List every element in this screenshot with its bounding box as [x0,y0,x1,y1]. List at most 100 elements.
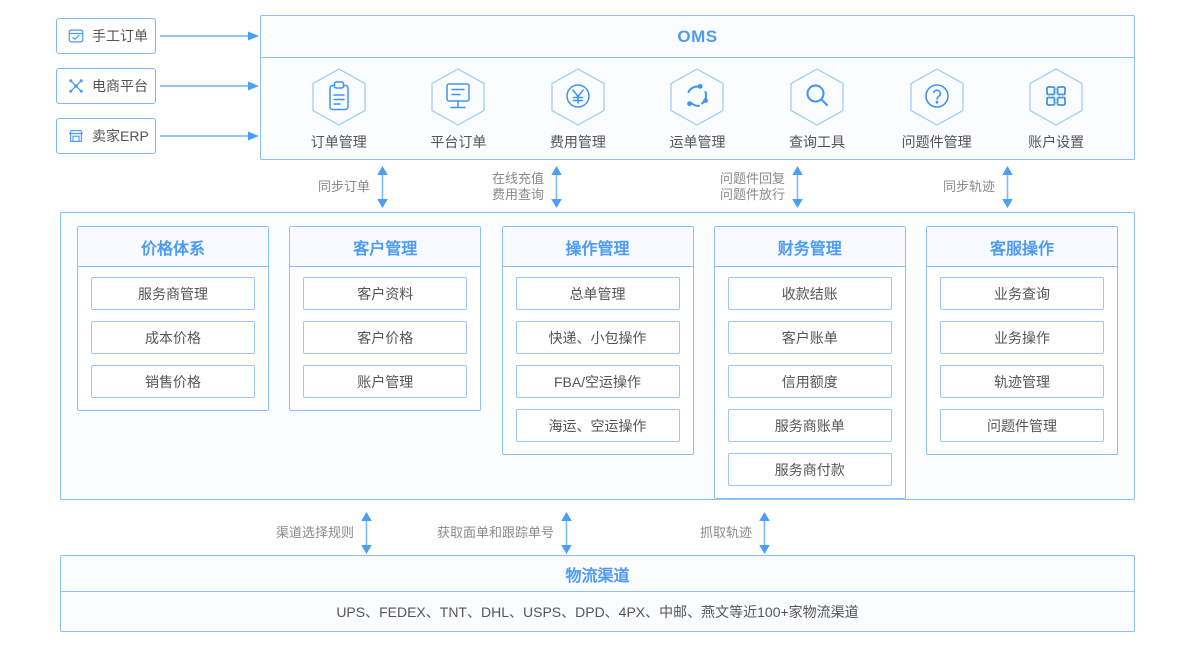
oms-item-waybill-management[interactable]: 运单管理 [641,67,753,152]
logistics-channel-panel: 物流渠道 UPS、FEDEX、TNT、DHL、USPS、DPD、4PX、中邮、燕… [60,555,1135,632]
module-item[interactable]: 信用额度 [727,365,892,398]
module-column-pricing: 价格体系 服务商管理 成本价格 销售价格 [77,226,269,411]
module-item[interactable]: 快递、小包操作 [515,321,680,354]
hexagon-frame [547,67,609,127]
question-circle-icon [924,83,949,108]
connector-label: 在线充值 费用查询 [492,171,545,202]
module-item[interactable]: 收款结账 [727,277,892,310]
connector-recharge-fee-query: 在线充值 费用查询 [492,166,563,208]
connector-fetch-tracking: 抓取轨迹 [700,512,771,554]
logistics-channel-title: 物流渠道 [61,556,1134,592]
connector-label: 问题件回复 问题件放行 [720,171,786,202]
module-item[interactable]: 服务商账单 [727,409,892,442]
connector-channel-selection-rule: 渠道选择规则 [276,512,373,554]
oms-item-label: 账户设置 [1028,133,1085,150]
grid-apps-icon [1046,85,1067,106]
source-box-label: 卖家ERP [92,128,149,144]
oms-item-query-tool[interactable]: 查询工具 [761,67,873,152]
module-column-title: 客服操作 [927,227,1117,267]
oms-item-label: 订单管理 [310,133,367,150]
oms-item-label: 费用管理 [549,133,606,150]
module-item[interactable]: 客户账单 [727,321,892,354]
module-item[interactable]: 销售价格 [91,365,255,398]
oms-panel: OMS 订单管理 [260,15,1135,160]
connector-label: 获取面单和跟踪单号 [437,525,555,540]
network-nodes-icon [69,79,83,93]
connector-sync-order: 同步订单 [318,166,389,208]
connector-label: 渠道选择规则 [276,525,355,540]
double-arrow-icon [561,512,572,554]
module-column-operations: 操作管理 总单管理 快递、小包操作 FBA/空运操作 海运、空运操作 [501,226,694,455]
clipboard-icon [329,80,349,110]
double-arrow-icon [551,166,562,208]
module-column-items: 客户资料 客户价格 账户管理 [290,267,480,410]
oms-item-account-settings[interactable]: 账户设置 [1000,67,1112,152]
oms-items: 订单管理 平台订单 [261,58,1134,160]
module-column-finance: 财务管理 收款结账 客户账单 信用额度 服务商账单 服务商付款 [713,226,906,499]
double-arrow-icon [361,512,372,554]
module-column-title: 价格体系 [78,227,268,267]
middle-modules-panel: 价格体系 服务商管理 成本价格 销售价格 客户管理 客户资料 客户价格 账户管理… [60,212,1135,500]
oms-item-label: 查询工具 [789,133,846,150]
oms-item-label: 平台订单 [430,133,487,150]
module-column-title: 客户管理 [290,227,481,267]
double-arrow-icon [377,166,388,208]
hexagon-frame [427,67,489,127]
hexagon-frame [906,67,968,127]
hexagon-frame [786,67,848,127]
oms-item-platform-order[interactable]: 平台订单 [402,67,514,152]
connector-problem-parcel-reply-release: 问题件回复 问题件放行 [720,166,804,208]
module-item[interactable]: 服务商管理 [91,277,255,310]
source-box-label: 电商平台 [92,78,148,94]
module-item[interactable]: 服务商付款 [727,453,892,486]
module-item[interactable]: 总单管理 [515,277,680,310]
module-item[interactable]: 轨迹管理 [940,365,1104,398]
oms-item-order-management[interactable]: 订单管理 [283,67,395,152]
module-item[interactable]: 业务查询 [940,277,1104,310]
oms-item-label: 问题件管理 [901,133,972,150]
module-item[interactable]: FBA/空运操作 [515,365,680,398]
module-column-items: 服务商管理 成本价格 销售价格 [78,267,268,410]
module-column-items: 收款结账 客户账单 信用额度 服务商账单 服务商付款 [715,267,905,498]
monitor-icon [446,82,471,108]
source-box-seller-erp[interactable]: 卖家ERP [56,118,156,154]
module-column-customer-service: 客服操作 业务查询 业务操作 轨迹管理 问题件管理 [926,226,1118,455]
source-box-label: 手工订单 [92,28,148,44]
module-column-items: 业务查询 业务操作 轨迹管理 问题件管理 [927,267,1117,454]
double-arrow-icon [1002,166,1013,208]
hexagon-frame [1025,67,1087,127]
arrow-seller-erp-to-oms [160,131,259,141]
double-arrow-icon [792,166,803,208]
hexagon-frame [308,67,370,127]
oms-item-label: 运单管理 [669,133,726,150]
connector-sync-tracking: 同步轨迹 [943,166,1014,208]
module-item[interactable]: 业务操作 [940,321,1104,354]
storefront-icon [69,130,83,142]
calendar-check-icon [68,29,84,43]
search-icon [806,84,829,106]
source-box-ecommerce-platform[interactable]: 电商平台 [56,68,156,104]
oms-item-fee-management[interactable]: 费用管理 [522,67,634,152]
hexagon-frame [666,67,728,127]
logistics-channel-description: UPS、FEDEX、TNT、DHL、USPS、DPD、4PX、中邮、燕文等近10… [336,603,859,620]
double-arrow-icon [759,512,770,554]
module-item[interactable]: 成本价格 [91,321,255,354]
connector-label: 同步订单 [318,179,371,194]
module-item[interactable]: 问题件管理 [940,409,1104,442]
source-box-manual-order[interactable]: 手工订单 [56,18,156,54]
connector-get-label-and-tracking-number: 获取面单和跟踪单号 [437,512,573,554]
module-item[interactable]: 海运、空运操作 [515,409,680,442]
oms-item-problem-parcel-management[interactable]: 问题件管理 [881,67,993,152]
module-item[interactable]: 客户资料 [303,277,468,310]
module-column-items: 总单管理 快递、小包操作 FBA/空运操作 海运、空运操作 [503,267,693,454]
arrow-ecommerce-platform-to-oms [160,81,259,91]
connector-label: 抓取轨迹 [700,525,753,540]
module-item[interactable]: 账户管理 [303,365,468,398]
module-column-title: 财务管理 [714,227,905,267]
arrow-manual-order-to-oms [160,31,259,41]
connector-label: 同步轨迹 [943,179,996,194]
oms-title: OMS [261,16,1134,58]
module-column-title: 操作管理 [502,227,693,267]
module-column-customer: 客户管理 客户资料 客户价格 账户管理 [289,226,482,411]
module-item[interactable]: 客户价格 [303,321,468,354]
